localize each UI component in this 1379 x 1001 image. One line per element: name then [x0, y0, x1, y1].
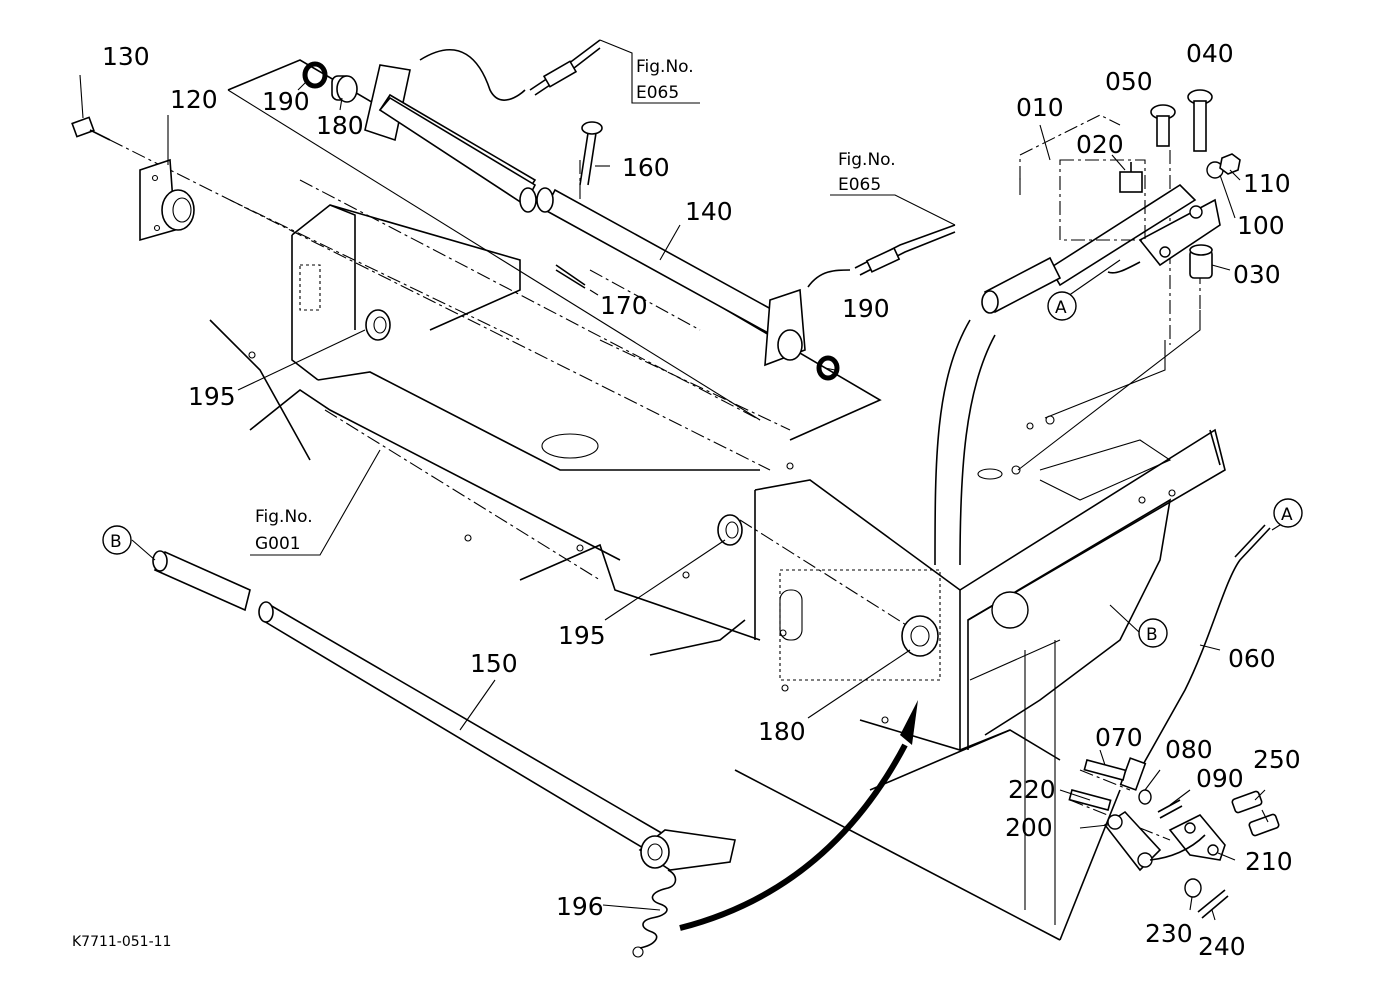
part-010-lever [981, 159, 1221, 314]
fig-ref-e065-top-line1: Fig.No. [636, 57, 694, 77]
part-070-pin [1083, 759, 1127, 781]
leader-lines [79, 39, 1281, 921]
part-195-washer-right [717, 514, 743, 546]
marker-a-rod: A [1273, 498, 1303, 528]
part-110-nut [1219, 153, 1241, 175]
callout-100: 100 [1237, 211, 1285, 240]
marker-b-housing: B [1138, 618, 1168, 648]
callout-250: 250 [1253, 745, 1301, 774]
part-180-bushing-housing [901, 615, 939, 657]
part-150-shaft [152, 550, 736, 871]
part-040-bolt [1187, 89, 1213, 152]
part-130-bolt [71, 116, 111, 141]
motion-arrow-lower [1149, 834, 1206, 861]
callout-195-right: 195 [558, 621, 606, 650]
frame-deck [109, 59, 1226, 941]
fig-ref-g001-line2: G001 [255, 534, 301, 554]
callout-170: 170 [600, 291, 648, 320]
marker-b-housing-text: B [1146, 625, 1158, 645]
part-210-bracket [1168, 814, 1226, 861]
callout-240: 240 [1198, 932, 1246, 961]
part-190-oring-top [302, 61, 328, 89]
callout-120: 120 [170, 85, 218, 114]
part-030-spacer [1189, 244, 1213, 279]
part-230-washer [1184, 878, 1202, 898]
motion-arrow-bottom [679, 700, 918, 931]
callout-040: 040 [1186, 39, 1234, 68]
part-190-oring-right [816, 355, 840, 381]
callout-030: 030 [1233, 260, 1281, 289]
callout-110: 110 [1243, 169, 1291, 198]
motion-arrow-switch [1107, 261, 1141, 274]
callout-080: 080 [1165, 735, 1213, 764]
fig-ref-e065-mid-line2: E065 [838, 175, 881, 195]
cable-e065-top [419, 39, 601, 101]
part-250-bolts [1231, 790, 1280, 837]
fig-ref-g001-line1: Fig.No. [255, 507, 313, 527]
callout-050: 050 [1105, 67, 1153, 96]
callout-150: 150 [470, 649, 518, 678]
part-170-clip [555, 264, 586, 289]
callout-196: 196 [556, 892, 604, 921]
marker-b-shaft: B [102, 525, 132, 555]
callout-230: 230 [1145, 919, 1193, 948]
part-140-shaft [364, 64, 806, 367]
callout-195-left: 195 [188, 382, 236, 411]
part-195-washer-left [365, 309, 391, 341]
part-080-washer [1138, 789, 1152, 805]
callout-160: 160 [622, 153, 670, 182]
callout-180-housing: 180 [758, 717, 806, 746]
callout-190-right: 190 [842, 294, 890, 323]
part-160-pin [579, 121, 603, 186]
marker-a-rod-text: A [1281, 505, 1293, 525]
marker-a-lever: A [1047, 291, 1077, 321]
callout-060: 060 [1228, 644, 1276, 673]
callout-200: 200 [1005, 813, 1053, 842]
cable-e065-mid [807, 224, 956, 288]
callout-140: 140 [685, 197, 733, 226]
part-090-clip [1157, 799, 1183, 819]
callout-020: 020 [1076, 130, 1124, 159]
callout-190-top: 190 [262, 87, 310, 116]
part-200-arm [1103, 810, 1162, 872]
callout-180-top: 180 [316, 111, 364, 140]
part-120-flange [139, 158, 195, 242]
callout-070: 070 [1095, 723, 1143, 752]
callout-130: 130 [102, 42, 150, 71]
callout-010: 010 [1016, 93, 1064, 122]
marker-b-shaft-text: B [110, 532, 122, 552]
marker-a-lever-text: A [1055, 298, 1067, 318]
part-050-bolt [1150, 104, 1176, 147]
callout-220: 220 [1008, 775, 1056, 804]
part-196-spring [632, 869, 677, 958]
callout-090: 090 [1196, 764, 1244, 793]
fig-ref-e065-mid-line1: Fig.No. [838, 150, 896, 170]
diagram-code: K7711-051-11 [72, 934, 171, 950]
part-180-bushing-top [331, 75, 358, 103]
part-240-clip [1197, 889, 1229, 919]
fig-ref-e065-top-line2: E065 [636, 83, 679, 103]
part-020-switch [1119, 162, 1143, 193]
callout-210: 210 [1245, 847, 1293, 876]
